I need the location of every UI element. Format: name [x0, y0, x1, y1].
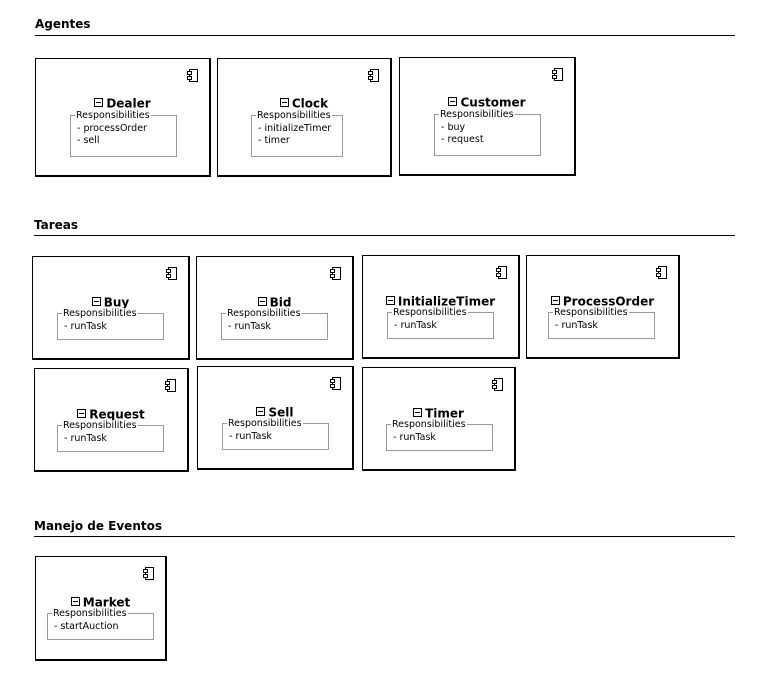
component-buy[interactable]: Buy Responsibilities - runTask	[32, 256, 190, 360]
responsibility-item: - buy	[441, 122, 466, 133]
responsibilities-label: Responsibilities	[256, 110, 332, 121]
component-icon	[165, 379, 176, 392]
responsibilities-label: Responsibilities	[392, 307, 468, 318]
responsibilities-box: Responsibilities - runTask	[222, 418, 329, 450]
collapse-toggle-dealer[interactable]	[94, 98, 104, 107]
component-sell[interactable]: Sell Responsibilities - runTask	[197, 366, 354, 470]
component-initializetimer[interactable]: InitializeTimer Responsibilities - runTa…	[362, 255, 520, 359]
section-title-tareas: Tareas	[34, 218, 79, 232]
collapse-toggle-request[interactable]	[77, 409, 87, 418]
component-name: ProcessOrder	[562, 294, 655, 309]
component-bid[interactable]: Bid Responsibilities - runTask	[196, 256, 354, 360]
responsibility-item: - processOrder	[77, 123, 147, 134]
responsibilities-label: Responsibilities	[62, 420, 138, 431]
responsibilities-box: Responsibilities - initializeTimer - tim…	[251, 110, 343, 157]
component-icon	[330, 377, 341, 390]
responsibility-item: - initializeTimer	[258, 123, 332, 134]
responsibility-item: - startAuction	[54, 621, 119, 632]
responsibilities-box: Responsibilities - runTask	[386, 419, 493, 451]
component-icon	[492, 378, 503, 391]
responsibility-item: - runTask	[394, 320, 437, 331]
component-name: InitializeTimer	[397, 294, 496, 309]
responsibilities-label: Responsibilities	[75, 110, 151, 121]
component-name: Market	[82, 595, 131, 610]
section-title-agentes: Agentes	[35, 17, 91, 31]
responsibilities-box: Responsibilities - runTask	[57, 420, 164, 452]
responsibilities-label: Responsibilities	[439, 109, 515, 120]
component-processorder[interactable]: ProcessOrder Responsibilities - runTask	[526, 255, 680, 359]
component-icon	[368, 69, 379, 82]
component-name: Bid	[269, 295, 292, 310]
component-icon	[187, 69, 198, 82]
collapse-toggle-sell[interactable]	[256, 407, 266, 416]
responsibilities-label: Responsibilities	[553, 307, 629, 318]
responsibility-item: - runTask	[555, 320, 598, 331]
responsibilities-box: Responsibilities - runTask	[57, 308, 164, 340]
section-divider-tareas	[34, 235, 735, 236]
component-name: Request	[89, 407, 145, 422]
responsibilities-box: Responsibilities - runTask	[548, 307, 655, 339]
responsibilities-box: Responsibilities - runTask	[387, 307, 494, 339]
responsibilities-box: Responsibilities - buy - request	[434, 109, 541, 156]
component-name: Clock	[291, 96, 329, 111]
collapse-toggle-initializetimer[interactable]	[385, 296, 395, 305]
component-icon	[496, 266, 507, 279]
component-timer[interactable]: Timer Responsibilities - runTask	[362, 367, 516, 471]
collapse-toggle-customer[interactable]	[448, 97, 458, 106]
section-divider-agentes	[35, 35, 735, 36]
component-name: Sell	[268, 405, 294, 420]
component-request[interactable]: Request Responsibilities - runTask	[34, 368, 189, 472]
component-clock[interactable]: Clock Responsibilities - initializeTimer…	[217, 58, 392, 177]
component-name: Timer	[425, 406, 464, 421]
component-name: Buy	[103, 295, 130, 310]
component-customer[interactable]: Customer Responsibilities - buy - reques…	[399, 57, 576, 176]
component-icon	[330, 267, 341, 280]
responsibilities-box: Responsibilities - startAuction	[47, 608, 154, 640]
responsibility-item: - runTask	[64, 433, 107, 444]
responsibility-item: - runTask	[393, 432, 436, 443]
responsibilities-box: Responsibilities - processOrder - sell	[70, 110, 177, 157]
component-icon	[143, 567, 154, 580]
section-title-manejo-de-eventos: Manejo de Eventos	[34, 519, 162, 533]
responsibility-item: - runTask	[64, 321, 107, 332]
responsibility-item: - runTask	[228, 321, 271, 332]
responsibility-item: - runTask	[229, 431, 272, 442]
component-dealer[interactable]: Dealer Responsibilities - processOrder -…	[35, 58, 211, 177]
responsibility-item: - timer	[258, 135, 290, 146]
responsibilities-label: Responsibilities	[227, 418, 303, 429]
component-icon	[656, 266, 667, 279]
responsibilities-label: Responsibilities	[226, 308, 302, 319]
responsibilities-box: Responsibilities - runTask	[221, 308, 328, 340]
component-icon	[166, 267, 177, 280]
component-market[interactable]: Market Responsibilities - startAuction	[35, 556, 167, 661]
component-icon	[552, 68, 563, 81]
component-name: Customer	[460, 95, 526, 110]
responsibilities-label: Responsibilities	[52, 608, 128, 619]
responsibilities-label: Responsibilities	[62, 308, 138, 319]
collapse-toggle-market[interactable]	[70, 597, 80, 606]
collapse-toggle-clock[interactable]	[279, 98, 289, 107]
collapse-toggle-processorder[interactable]	[550, 296, 560, 305]
collapse-toggle-bid[interactable]	[257, 297, 267, 306]
responsibility-item: - request	[441, 134, 484, 145]
component-name: Dealer	[106, 96, 151, 111]
collapse-toggle-buy[interactable]	[91, 297, 101, 306]
responsibilities-label: Responsibilities	[391, 419, 467, 430]
collapse-toggle-timer[interactable]	[413, 408, 423, 417]
responsibility-item: - sell	[77, 135, 100, 146]
section-divider-manejo-de-eventos	[34, 536, 735, 537]
